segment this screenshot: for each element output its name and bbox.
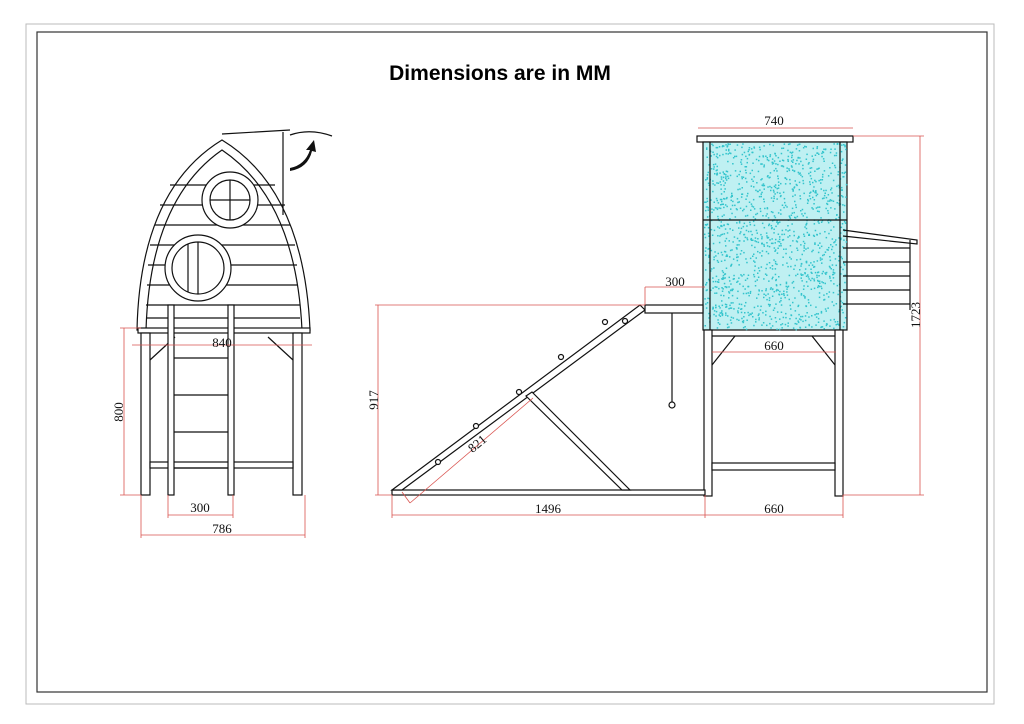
- house-texture: [704, 143, 848, 331]
- dim-840: 840: [212, 335, 232, 350]
- drawing-title: Dimensions are in MM: [389, 62, 611, 85]
- dim-786: 786: [212, 521, 232, 536]
- side-leg-right: [834, 329, 844, 497]
- arch-inner: [145, 149, 303, 331]
- dim-917: 917: [366, 390, 381, 410]
- dim-1496: 1496: [535, 501, 562, 516]
- ramp-base: [391, 489, 706, 496]
- roof-flap: [289, 131, 333, 137]
- dim-660-base: 660: [764, 501, 784, 516]
- dim-740: 740: [764, 113, 784, 128]
- rope-knob: [668, 401, 676, 409]
- front-leg-left: [140, 332, 151, 496]
- open-arrow-icon: [290, 140, 316, 171]
- ramp: [390, 304, 646, 491]
- arch-outer: [136, 139, 311, 331]
- drawing-border: [36, 31, 988, 693]
- side-leg-left: [703, 329, 713, 497]
- house-body: [702, 141, 848, 331]
- dim-1723: 1723: [908, 302, 923, 328]
- front-view: 840 800 300 786: [111, 129, 333, 538]
- dim-800: 800: [111, 402, 126, 422]
- front-leg-right: [292, 332, 303, 496]
- roof: [696, 135, 854, 143]
- ladder: [167, 304, 235, 496]
- side-ladder: [842, 229, 918, 310]
- ramp-support: [525, 391, 632, 491]
- outer-frame: [25, 23, 995, 705]
- ramp-holds: [434, 317, 629, 466]
- dim-660-frame: 660: [764, 338, 784, 353]
- dim-300-front: 300: [190, 500, 210, 515]
- dim-300-side: 300: [665, 274, 685, 289]
- deck: [644, 304, 704, 314]
- side-view: 740 1723 300 917 821 1496 660 660: [366, 113, 924, 518]
